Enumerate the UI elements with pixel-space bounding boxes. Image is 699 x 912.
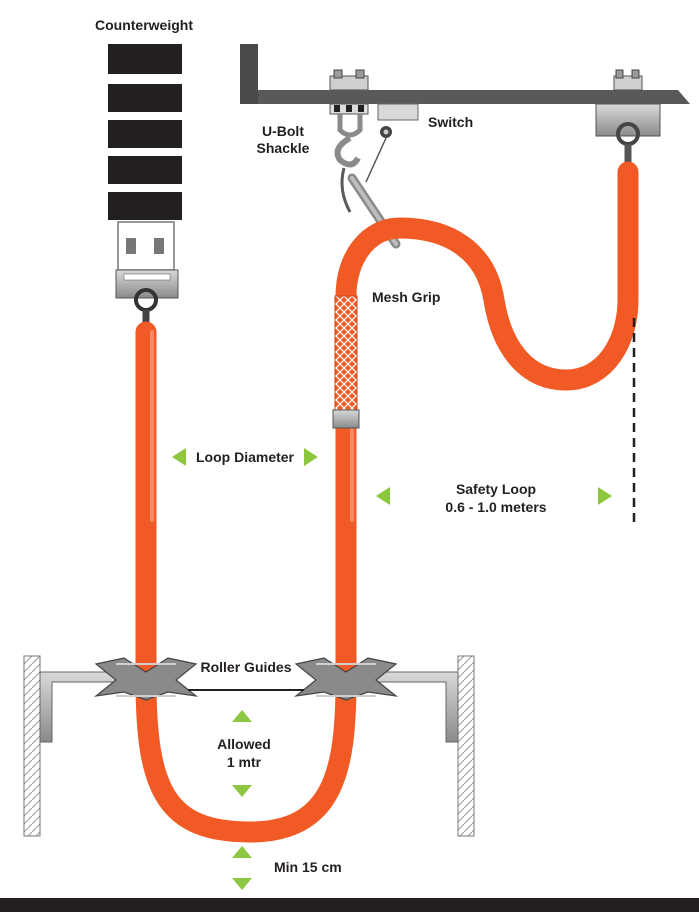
right-roller-guide xyxy=(293,657,399,701)
mesh-grip-label: Mesh Grip xyxy=(372,289,440,305)
allowed-label: Allowed xyxy=(217,736,271,752)
right-anchor-clamp xyxy=(595,69,661,172)
cable xyxy=(135,161,639,843)
shackle-label: Shackle xyxy=(257,140,310,156)
up-arrow-icon xyxy=(232,710,252,722)
u-bolt-clamp xyxy=(329,69,369,115)
allowed-value-label: 1 mtr xyxy=(227,754,262,770)
u-bolt-label: U-Bolt xyxy=(262,123,304,139)
u-bolt-shackle xyxy=(334,114,363,213)
loop-diameter-arrows xyxy=(172,448,318,466)
ceiling-beam xyxy=(240,44,690,104)
allowed-arrows xyxy=(232,710,252,797)
switch-unit xyxy=(365,103,419,183)
safety-loop-label: Safety Loop xyxy=(456,481,536,497)
mesh-grip xyxy=(332,295,360,429)
left-shaft-wall xyxy=(23,655,41,837)
right-shaft-wall xyxy=(457,655,475,837)
safety-loop-arrows xyxy=(376,487,612,505)
down-arrow-icon xyxy=(232,878,252,890)
left-arrow-icon xyxy=(376,487,390,505)
right-arrow-icon xyxy=(598,487,612,505)
min-clearance-label: Min 15 cm xyxy=(274,859,342,875)
counterweight-label: Counterweight xyxy=(95,17,193,33)
safety-loop-range-label: 0.6 - 1.0 meters xyxy=(445,499,546,515)
down-arrow-icon xyxy=(232,785,252,797)
loop-diameter-label: Loop Diameter xyxy=(196,449,295,465)
floor-line xyxy=(0,898,699,912)
roller-guides-label: Roller Guides xyxy=(200,659,291,675)
left-roller-guide xyxy=(93,657,199,701)
counterweight-stack xyxy=(108,44,182,330)
switch-label: Switch xyxy=(428,114,473,130)
right-arrow-icon xyxy=(304,448,318,466)
left-arrow-icon xyxy=(172,448,186,466)
up-arrow-icon xyxy=(232,846,252,858)
clearance-arrows xyxy=(232,846,252,890)
